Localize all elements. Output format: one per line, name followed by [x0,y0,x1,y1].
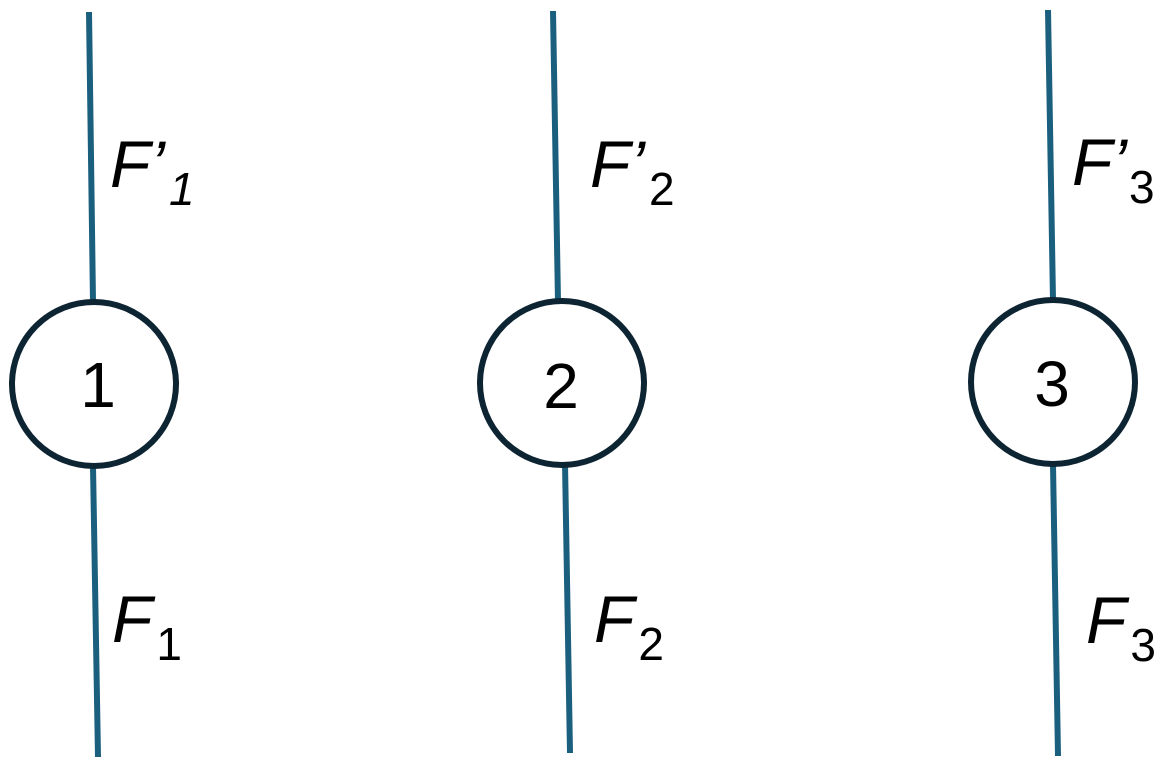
node-label-1: 1 [80,349,116,421]
node-circle-1 [9,299,179,469]
node-label-3: 3 [1034,348,1070,420]
lower-flow-label-1: F1 [112,582,182,670]
upper-wire-3 [1045,9,1056,301]
upper-flow-label-3: F’3 [1072,125,1155,213]
upper-flow-label-2: F’2 [590,127,675,215]
lower-flow-sub-2: 2 [638,618,664,670]
upper-flow-main-1: F’ [110,127,166,201]
upper-flow-sub-1: 1 [169,163,195,215]
node-group-2: 2 F’2 F2 [477,10,675,754]
lower-flow-label-2: F2 [594,582,664,670]
node-label-2: 2 [543,350,579,422]
upper-wire-2 [550,10,561,303]
lower-flow-sub-3: 3 [1130,619,1156,671]
node-group-3: 3 F’3 F3 [968,9,1156,757]
node-circle-3 [968,297,1138,467]
lower-wire-1 [90,465,101,758]
upper-flow-sub-2: 2 [649,163,675,215]
upper-flow-sub-3: 3 [1129,161,1155,213]
lower-flow-main-2: F [594,582,638,656]
lower-flow-main-1: F [112,582,156,656]
upper-wire-1 [86,11,96,303]
upper-flow-main-3: F’ [1072,125,1128,199]
lower-wire-3 [1050,464,1061,757]
lower-flow-label-3: F3 [1086,583,1156,671]
lower-wire-2 [562,462,573,754]
lower-flow-sub-1: 1 [156,618,182,670]
node-circle-2 [477,298,647,468]
lower-flow-main-3: F [1086,583,1130,657]
upper-flow-main-2: F’ [590,127,646,201]
node-group-1: 1 F’1 F1 [9,11,195,758]
upper-flow-label-1: F’1 [110,127,195,215]
